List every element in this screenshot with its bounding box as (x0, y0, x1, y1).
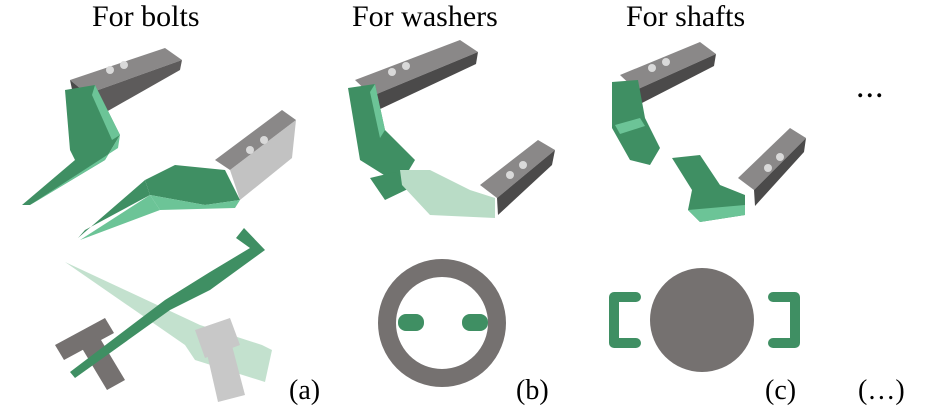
washer-icon (378, 259, 506, 387)
screw-icon (260, 136, 268, 144)
gripper-arm (372, 52, 478, 110)
finger (70, 228, 265, 378)
finger-pad-right (462, 314, 488, 331)
finger-pad-left (398, 314, 424, 331)
bolt-head (55, 318, 114, 360)
screw-icon (106, 66, 114, 74)
washer-grasp-schematic (378, 259, 506, 387)
gripper-arm (738, 128, 806, 190)
screw-icon (764, 164, 772, 172)
finger-bracket-right (768, 292, 800, 348)
screw-icon (776, 153, 784, 161)
finger (145, 165, 240, 205)
bolt-gripper-rendering (22, 48, 296, 240)
gripper-arm (215, 110, 296, 170)
shaft-icon (650, 268, 754, 372)
finger (80, 195, 160, 240)
gripper-arm (497, 150, 555, 215)
continuation-marker: ... (856, 68, 885, 105)
gripper-arm (87, 60, 182, 120)
gripper-arm (480, 140, 555, 198)
finger (370, 84, 385, 138)
finger (92, 85, 120, 140)
finger (672, 155, 745, 222)
washer-gripper-rendering (348, 40, 555, 218)
screw-icon (388, 68, 396, 76)
screw-icon (402, 62, 410, 70)
gripper-arm (355, 40, 478, 96)
gripper-arm (620, 42, 716, 90)
shaft-grasp-schematic (609, 268, 800, 372)
gripper-arm (230, 120, 296, 200)
column-title-shafts: For shafts (626, 0, 746, 33)
screw-icon (648, 64, 656, 72)
gripper-arm (70, 48, 182, 94)
column-title-washers: For washers (352, 0, 498, 33)
bolt-shank (80, 335, 125, 390)
caption-a: (a) (289, 375, 321, 406)
shaft-gripper-rendering (612, 42, 806, 222)
column-title-bolts: For bolts (92, 0, 200, 33)
screw-icon (519, 161, 527, 169)
finger (150, 195, 240, 210)
finger-bracket-left (609, 292, 641, 348)
gripper-arm (754, 138, 806, 206)
finger (615, 118, 645, 134)
caption-more: (…) (858, 375, 905, 406)
bolt-grasp-schematic (55, 228, 272, 402)
finger (65, 85, 120, 160)
gripper-arm (636, 54, 716, 104)
finger (78, 180, 150, 238)
finger (688, 205, 745, 222)
screw-icon (120, 61, 128, 69)
screw-icon (246, 146, 254, 154)
screw-icon (506, 171, 514, 179)
caption-b: (b) (516, 375, 549, 406)
ghost-finger (400, 170, 495, 218)
caption-c: (c) (765, 375, 797, 406)
finger (370, 172, 410, 200)
ghost-bolt (205, 338, 245, 402)
screw-icon (662, 58, 670, 66)
